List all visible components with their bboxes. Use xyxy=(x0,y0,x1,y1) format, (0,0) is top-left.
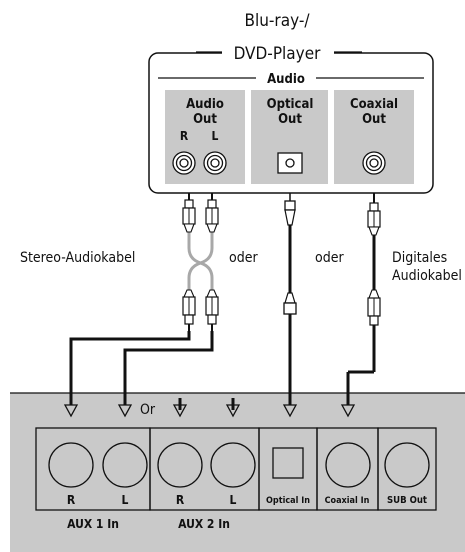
aux2-l-arrow-icon xyxy=(225,404,241,418)
optical-in-arrow-icon xyxy=(282,404,298,418)
audio-out-label-line2: Out xyxy=(193,112,217,127)
aux2-r-arrow-icon xyxy=(172,404,188,418)
audio-group-label: Audio xyxy=(267,72,305,87)
aux2-r-jack-icon xyxy=(157,442,203,488)
coaxial-jack-icon xyxy=(362,151,386,175)
rca-jack-l-icon xyxy=(203,151,227,175)
optical-cable xyxy=(283,193,297,405)
audio-out-l-label: L xyxy=(212,129,219,143)
optical-in-label: Optical In xyxy=(266,496,310,506)
aux1-r-label: R xyxy=(67,493,76,507)
stereo-cable-label: Stereo-Audiokabel xyxy=(20,250,135,266)
aux1-in-label: AUX 1 In xyxy=(67,517,119,531)
aux2-l-jack-icon xyxy=(210,442,256,488)
aux1-r-wire xyxy=(69,331,191,405)
sub-out-section xyxy=(377,427,437,511)
or-label-1: oder xyxy=(229,250,258,266)
coaxial-cable xyxy=(346,193,381,405)
or-label-2: oder xyxy=(315,250,344,266)
stereo-bottom-plug-l-icon xyxy=(205,289,219,331)
rca-jack-r-icon xyxy=(172,151,196,175)
audio-out-label-line1: Audio xyxy=(186,97,224,112)
sub-out-jack-icon xyxy=(384,442,430,488)
aux1-l-arrow-icon xyxy=(117,404,133,418)
stereo-top-plug-r-icon xyxy=(182,193,196,233)
aux1-r-jack-icon xyxy=(48,442,94,488)
aux1-l-wire xyxy=(123,331,214,405)
coaxial-out-label-line1: Coaxial xyxy=(350,97,398,112)
player-title-line2: DVD-Player xyxy=(234,44,322,64)
aux2-l-label: L xyxy=(230,493,237,507)
coaxial-in-label: Coaxial In xyxy=(325,496,370,506)
aux2-r-label: R xyxy=(176,493,185,507)
optical-out-label-line2: Out xyxy=(278,112,302,127)
player-title-mask xyxy=(222,40,334,66)
coaxial-out-label-line2: Out xyxy=(362,112,386,127)
stereo-top-plug-l-icon xyxy=(205,193,219,233)
aux2-in-label: AUX 2 In xyxy=(178,517,230,531)
optical-out-label-line1: Optical xyxy=(267,97,314,112)
coaxial-in-arrow-icon xyxy=(340,404,356,418)
aux1-r-arrow-icon xyxy=(63,404,79,418)
digital-cable-label-line2: Audiokabel xyxy=(392,268,462,284)
digital-cable-label-line1: Digitales xyxy=(392,250,447,266)
coaxial-in-jack-icon xyxy=(325,442,371,488)
optical-in-port-icon xyxy=(272,447,304,479)
aux1-l-jack-icon xyxy=(102,442,148,488)
audio-out-r-label: R xyxy=(180,129,189,143)
stereo-bottom-plug-r-icon xyxy=(182,289,196,331)
player-title-line1: Blu-ray-/ xyxy=(244,11,310,31)
stereo-audio-cable xyxy=(187,232,214,290)
aux1-l-label: L xyxy=(122,493,129,507)
or-label: Or xyxy=(140,402,156,418)
optical-port-icon xyxy=(277,152,303,174)
sub-out-label: SUB Out xyxy=(387,495,427,506)
